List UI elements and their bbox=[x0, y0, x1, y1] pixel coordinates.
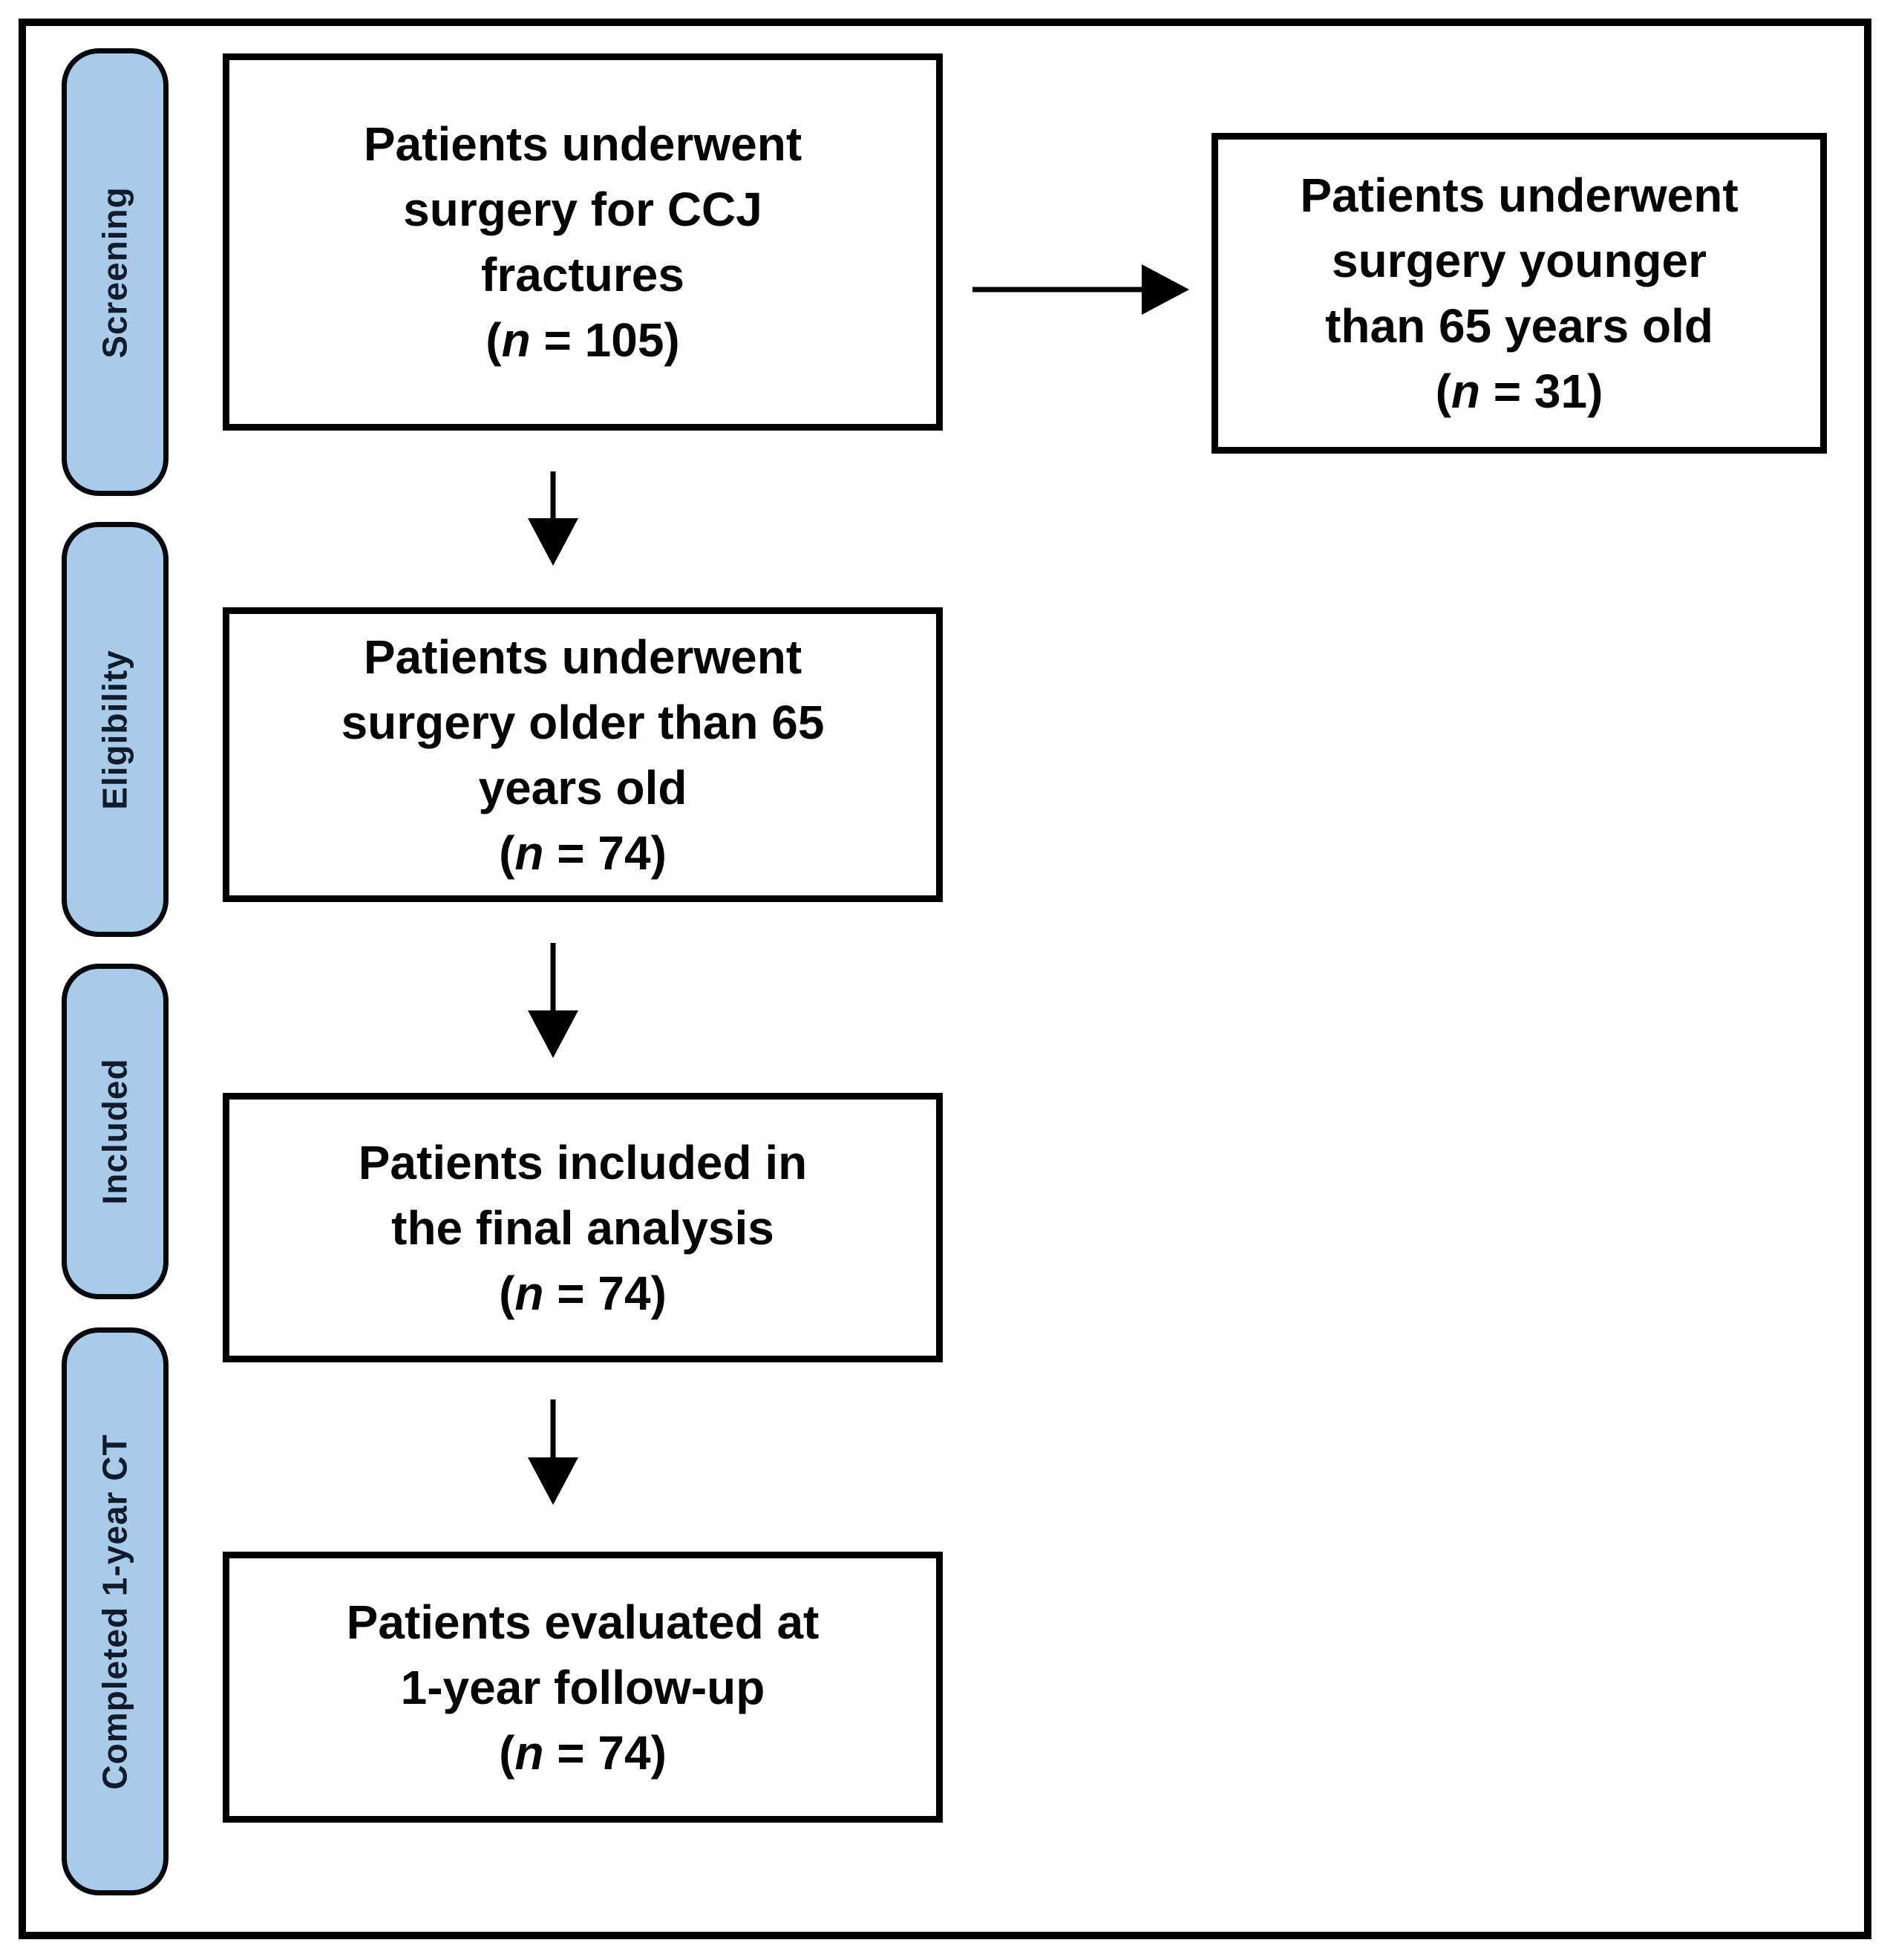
stage-pill-completed-1year-ct: Completed 1-year CT bbox=[62, 1327, 169, 1895]
paren-open: ( bbox=[485, 313, 502, 367]
n-symbol: n bbox=[514, 1725, 544, 1780]
n-value: = 74) bbox=[543, 1266, 667, 1320]
box-text-line: surgery for CCJ bbox=[403, 183, 762, 236]
stage-pill-screening: Screening bbox=[62, 48, 169, 496]
box-sample-size: (n = 74) bbox=[499, 1720, 667, 1786]
box-text-line: Patients evaluated at bbox=[346, 1595, 820, 1649]
paren-open: ( bbox=[499, 826, 515, 880]
stage-pill-eligibility: Eligibility bbox=[62, 522, 169, 937]
paren-open: ( bbox=[499, 1266, 515, 1320]
box-text-line: Patients underwent bbox=[363, 630, 802, 684]
box-text-line: surgery older than 65 bbox=[341, 695, 825, 749]
stage-label-included: Included bbox=[96, 1058, 134, 1205]
box-text-line: than 65 years old bbox=[1325, 299, 1713, 353]
stage-label-eligibility: Eligibility bbox=[96, 649, 134, 810]
box-sample-size: (n = 74) bbox=[499, 820, 667, 886]
box-text-line: surgery younger bbox=[1331, 234, 1707, 287]
n-symbol: n bbox=[1451, 365, 1480, 418]
box-text-line: Patients underwent bbox=[363, 117, 802, 171]
stage-label-completed-1year-ct: Completed 1-year CT bbox=[96, 1433, 134, 1790]
box-text-line: years old bbox=[478, 760, 687, 814]
n-symbol: n bbox=[514, 826, 544, 880]
box-surgery-ccj-fractures: Patients underwent surgery for CCJ fract… bbox=[223, 53, 943, 431]
n-symbol: n bbox=[514, 1266, 544, 1320]
stage-label-screening: Screening bbox=[96, 186, 135, 359]
n-value: = 74) bbox=[543, 1725, 667, 1780]
paren-open: ( bbox=[499, 1725, 515, 1780]
box-text-line: the final analysis bbox=[391, 1200, 774, 1255]
box-text-line: Patients underwent bbox=[1300, 169, 1739, 222]
n-symbol: n bbox=[501, 313, 531, 367]
n-value: = 74) bbox=[543, 826, 667, 880]
box-text-line: 1-year follow-up bbox=[400, 1660, 765, 1714]
n-value: = 31) bbox=[1479, 365, 1603, 418]
box-final-analysis: Patients included in the final analysis … bbox=[223, 1093, 943, 1362]
box-text-line: fractures bbox=[481, 248, 684, 301]
n-value: = 105) bbox=[530, 313, 680, 367]
box-sample-size: (n = 31) bbox=[1436, 359, 1603, 424]
diagram-border-frame bbox=[19, 19, 1871, 1939]
box-excluded-younger-than-65: Patients underwent surgery younger than … bbox=[1212, 133, 1827, 454]
box-text-line: Patients included in bbox=[358, 1135, 808, 1189]
box-1year-followup: Patients evaluated at 1-year follow-up (… bbox=[223, 1552, 943, 1823]
box-sample-size: (n = 74) bbox=[499, 1261, 667, 1326]
box-sample-size: (n = 105) bbox=[485, 307, 679, 373]
stage-pill-included: Included bbox=[62, 964, 169, 1299]
paren-open: ( bbox=[1435, 365, 1451, 418]
box-surgery-older-than-65: Patients underwent surgery older than 65… bbox=[223, 607, 943, 902]
